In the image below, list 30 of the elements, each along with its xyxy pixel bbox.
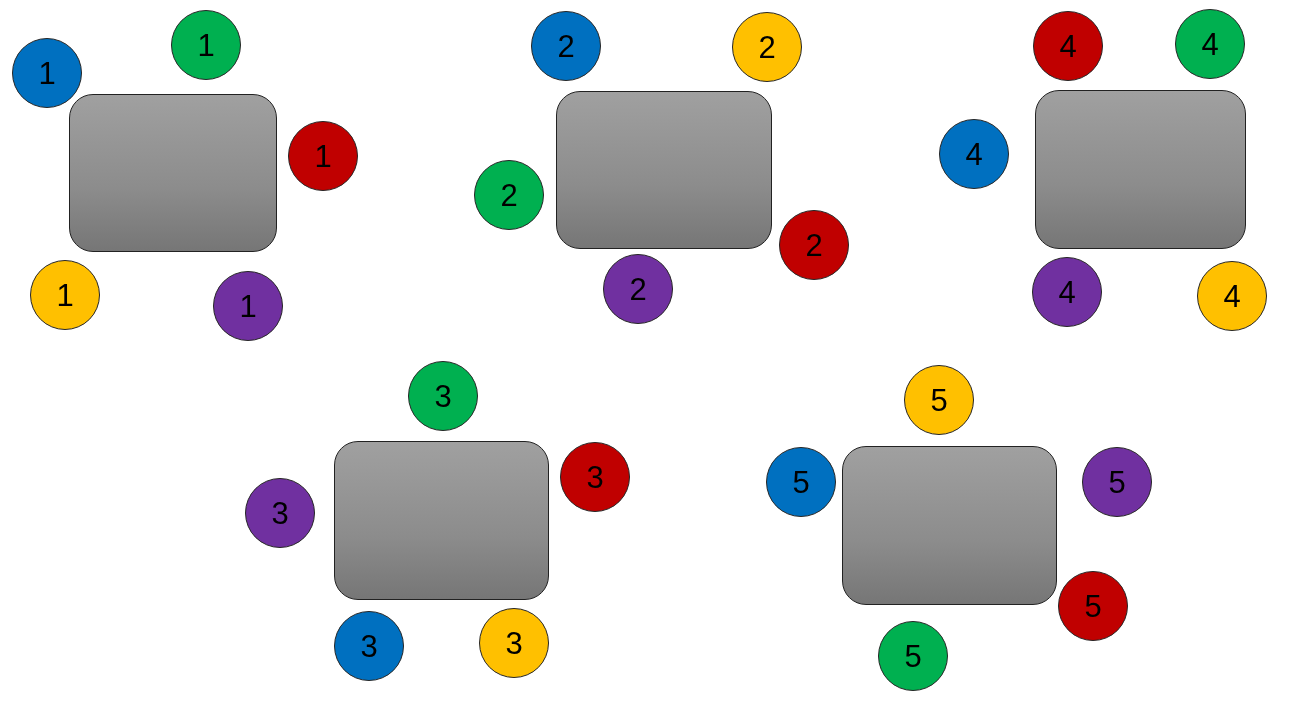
number-circle: 5 [904, 365, 974, 435]
table-shape [842, 446, 1057, 605]
number-circle: 5 [766, 447, 836, 517]
number-circle: 1 [288, 121, 358, 191]
number-circle: 4 [1032, 257, 1102, 327]
number-circle: 1 [12, 38, 82, 108]
number-circle: 3 [408, 361, 478, 431]
number-circle: 2 [603, 254, 673, 324]
number-circle: 3 [334, 611, 404, 681]
number-circle: 3 [245, 478, 315, 548]
number-circle: 2 [474, 160, 544, 230]
number-circle: 2 [531, 11, 601, 81]
table-shape [334, 441, 549, 600]
number-circle: 4 [1033, 11, 1103, 81]
number-circle: 3 [560, 442, 630, 512]
table-shape [556, 91, 772, 249]
number-circle: 2 [732, 12, 802, 82]
number-circle: 1 [30, 260, 100, 330]
number-circle: 5 [1082, 447, 1152, 517]
table-shape [69, 94, 277, 252]
number-circle: 5 [1058, 571, 1128, 641]
table-shape [1035, 90, 1246, 249]
number-circle: 1 [171, 10, 241, 80]
number-circle: 2 [779, 210, 849, 280]
number-circle: 4 [1175, 9, 1245, 79]
number-circle: 4 [939, 119, 1009, 189]
number-circle: 5 [878, 621, 948, 691]
number-circle: 4 [1197, 261, 1267, 331]
number-circle: 1 [213, 271, 283, 341]
number-circle: 3 [479, 608, 549, 678]
